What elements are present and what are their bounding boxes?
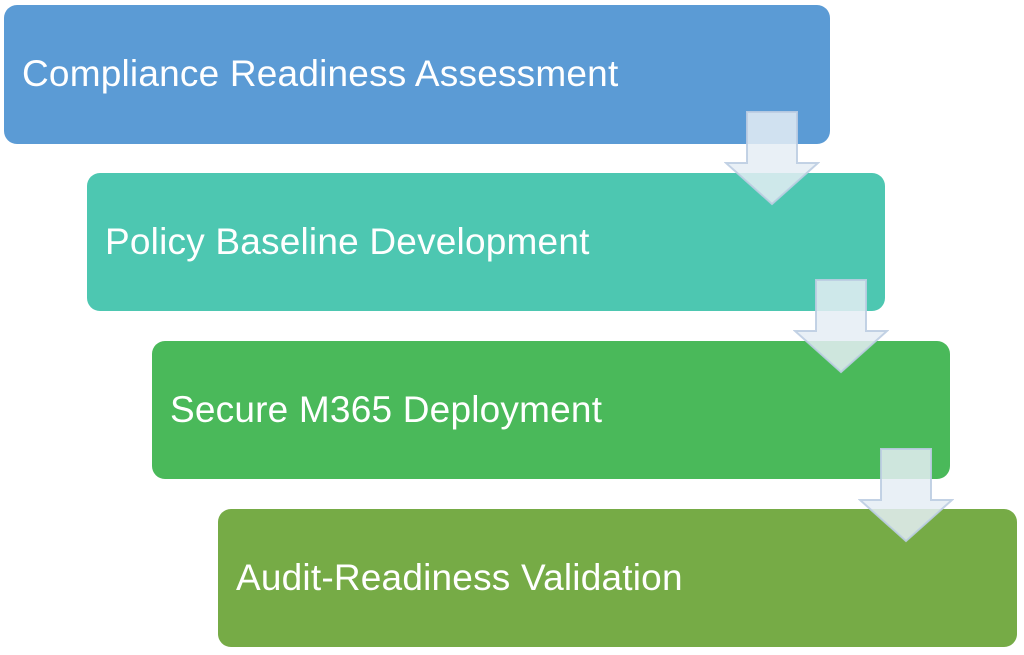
down-arrow-icon <box>793 279 889 374</box>
step-box-audit-readiness-validation: Audit-Readiness Validation <box>218 509 1017 647</box>
step-box-secure-m365-deployment: Secure M365 Deployment <box>152 341 950 479</box>
down-arrow-icon <box>858 448 954 543</box>
step-label: Audit-Readiness Validation <box>236 556 683 598</box>
down-arrow-shape <box>793 279 889 374</box>
down-arrow-shape <box>724 111 820 206</box>
step-label: Secure M365 Deployment <box>170 388 603 430</box>
down-arrow-icon <box>724 111 820 206</box>
step-box-policy-baseline-development: Policy Baseline Development <box>87 173 885 311</box>
step-box-compliance-readiness-assessment: Compliance Readiness Assessment <box>4 5 830 144</box>
step-label: Policy Baseline Development <box>105 220 590 262</box>
down-arrow-shape <box>858 448 954 543</box>
step-label: Compliance Readiness Assessment <box>22 53 619 95</box>
